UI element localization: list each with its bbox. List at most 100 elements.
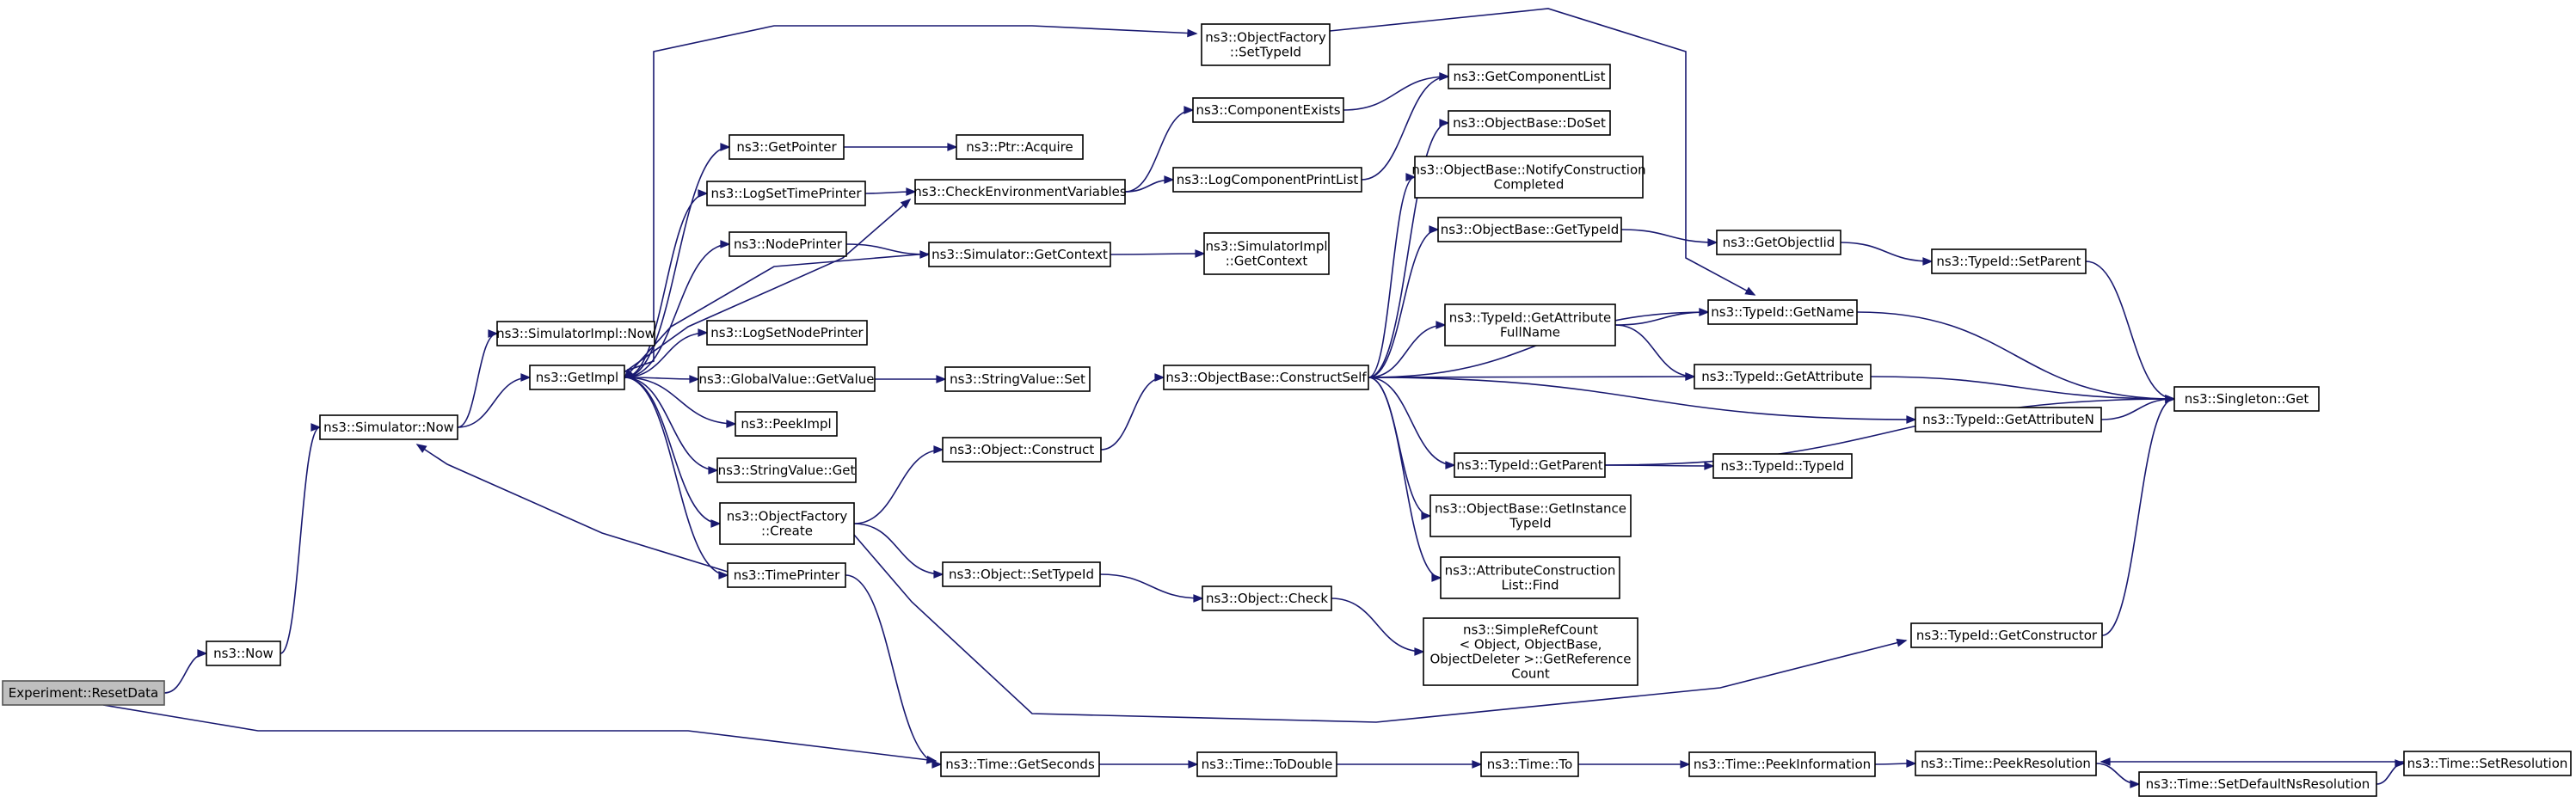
node-nodeprinter[interactable]: ns3::NodePrinter (729, 231, 847, 257)
node-box (1192, 97, 1344, 123)
edge-line (853, 523, 944, 575)
node-componentexists[interactable]: ns3::ComponentExists (1192, 97, 1344, 123)
edge (1124, 106, 1195, 193)
node-box (914, 179, 1126, 205)
node-label: ns3::ObjectBase::DoSet (1453, 115, 1606, 131)
node-simplerefcount-getreferencecount[interactable]: ns3::SimpleRefCount< Object, ObjectBase,… (1423, 617, 1638, 686)
node-typeid-getname[interactable]: ns3::TypeId::GetName (1707, 299, 1858, 325)
node-simulator-getcontext[interactable]: ns3::Simulator::GetContext (928, 242, 1111, 267)
node-label: ns3::ComponentExists (1196, 102, 1340, 118)
node-getobjectiid[interactable]: ns3::GetObjectIid (1716, 230, 1841, 255)
node-objectfactory-create[interactable]: ns3::ObjectFactory::Create (719, 502, 855, 545)
node-box (319, 414, 458, 440)
node-experiment-resetdata[interactable]: Experiment::ResetData (2, 680, 165, 706)
edge-line (102, 704, 937, 762)
edge-line (1368, 377, 1442, 579)
node-typeid-setparent[interactable]: ns3::TypeId::SetParent (1931, 248, 2087, 274)
edge-line (624, 377, 721, 524)
edge (1874, 759, 1917, 768)
node-now[interactable]: ns3::Now (206, 641, 281, 666)
node-getpointer[interactable]: ns3::GetPointer (729, 134, 845, 160)
edge-line (1331, 598, 1424, 653)
node-time-peekinformation[interactable]: ns3::Time::PeekInformation (1688, 751, 1876, 777)
edge (1368, 119, 1450, 378)
edge (624, 240, 731, 378)
node-typeid-getattributen[interactable]: ns3::TypeId::GetAttributeN (1915, 407, 2102, 432)
edge (624, 25, 1198, 372)
node-box (1448, 110, 1611, 136)
node-label: ns3::ObjectBase::NotifyConstruction (1411, 162, 1645, 178)
arrowhead (710, 519, 722, 528)
node-box (1172, 167, 1362, 193)
edge-line (1368, 377, 1455, 466)
node-time-peekresolution[interactable]: ns3::Time::PeekResolution (1915, 751, 2097, 776)
arrowhead (689, 375, 700, 383)
node-getcomponentlist[interactable]: ns3::GetComponentList (1448, 64, 1611, 89)
node-typeid-typeid[interactable]: ns3::TypeId::TypeId (1712, 453, 1853, 479)
node-ptr-acquire[interactable]: ns3::Ptr::Acquire (956, 134, 1084, 160)
edge (1368, 377, 1456, 469)
node-box (1440, 556, 1620, 599)
node-simulator-now[interactable]: ns3::Simulator::Now (319, 414, 458, 440)
arrowhead (720, 240, 731, 248)
node-objectbase-gettypeid[interactable]: ns3::ObjectBase::GetTypeId (1437, 217, 1622, 242)
node-simulatorimpl-now[interactable]: ns3::SimulatorImpl::Now (496, 321, 655, 346)
node-label: ::GetContext (1226, 254, 1308, 269)
node-time-getseconds[interactable]: ns3::Time::GetSeconds (940, 751, 1100, 777)
node-label: ns3::SimulatorImpl (1205, 239, 1327, 254)
node-box (1163, 365, 1369, 390)
edge (1578, 760, 1691, 769)
node-box (1707, 299, 1858, 325)
node-logsetnodeprinter[interactable]: ns3::LogSetNodePrinter (706, 320, 868, 346)
node-label: ns3::Ptr::Acquire (966, 139, 1073, 155)
node-time-setresolution[interactable]: ns3::Time::SetResolution (2403, 751, 2572, 776)
node-box (940, 751, 1100, 777)
node-box (729, 134, 845, 160)
node-globalvalue-getvalue[interactable]: ns3::GlobalValue::GetValue (698, 366, 876, 392)
node-objectbase-notifyconstructioncompleted[interactable]: ns3::ObjectBase::NotifyConstructionCompl… (1411, 156, 1646, 199)
edge-line (457, 333, 498, 428)
edge (853, 523, 944, 579)
node-getimpl[interactable]: ns3::GetImpl (529, 365, 625, 390)
edge (1124, 175, 1175, 193)
node-box (1716, 230, 1841, 255)
node-typeid-getattribute[interactable]: ns3::TypeId::GetAttribute (1694, 364, 1872, 389)
node-objectfactory-settypeid[interactable]: ns3::ObjectFactory::SetTypeId (1201, 23, 1331, 66)
node-label: ns3::TypeId::GetAttributeN (1922, 412, 2094, 427)
node-object-check[interactable]: ns3::Object::Check (1202, 585, 1332, 611)
node-singleton-get[interactable]: ns3::Singleton::Get (2173, 386, 2320, 412)
edge-line (845, 574, 942, 765)
node-typeid-getparent[interactable]: ns3::TypeId::GetParent (1454, 452, 1606, 478)
node-logcomponentprintlist[interactable]: ns3::LogComponentPrintList (1172, 167, 1362, 193)
node-logsettimeprinter[interactable]: ns3::LogSetTimePrinter (706, 181, 866, 206)
node-object-construct[interactable]: ns3::Object::Construct (942, 437, 1102, 463)
node-timeprinter[interactable]: ns3::TimePrinter (727, 562, 846, 588)
node-time-setdefaultnsresolution[interactable]: ns3::Time::SetDefaultNsResolution (2138, 771, 2377, 797)
node-time-todouble[interactable]: ns3::Time::ToDouble (1196, 751, 1337, 777)
node-stringvalue-set[interactable]: ns3::StringValue::Set (944, 366, 1091, 392)
edge-line (2376, 763, 2405, 785)
edge (1110, 249, 1206, 258)
edge (1870, 376, 2176, 403)
node-time-to[interactable]: ns3::Time::To (1480, 751, 1579, 777)
edge-line (1840, 242, 1933, 262)
node-box (727, 562, 846, 588)
edge (280, 423, 322, 654)
edge-line (1856, 311, 2175, 400)
node-peekimpl[interactable]: ns3::PeekImpl (735, 411, 838, 437)
node-label: ns3::ObjectBase::GetTypeId (1441, 222, 1620, 237)
node-object-settypeid[interactable]: ns3::Object::SetTypeId (942, 561, 1101, 587)
arrowhead (1431, 573, 1442, 582)
node-typeid-getconstructor[interactable]: ns3::TypeId::GetConstructor (1910, 622, 2103, 648)
node-objectbase-doset[interactable]: ns3::ObjectBase::DoSet (1448, 110, 1611, 136)
node-objectbase-constructself[interactable]: ns3::ObjectBase::ConstructSelf (1163, 365, 1369, 390)
node-checkenvironmentvariables[interactable]: ns3::CheckEnvironmentVariables (913, 179, 1127, 205)
node-label: Count (1511, 666, 1550, 682)
node-simulatorimpl-getcontext[interactable]: ns3::SimulatorImpl::GetContext (1203, 232, 1330, 275)
node-label: ::SetTypeId (1230, 45, 1301, 60)
node-stringvalue-get[interactable]: ns3::StringValue::Get (716, 457, 857, 483)
